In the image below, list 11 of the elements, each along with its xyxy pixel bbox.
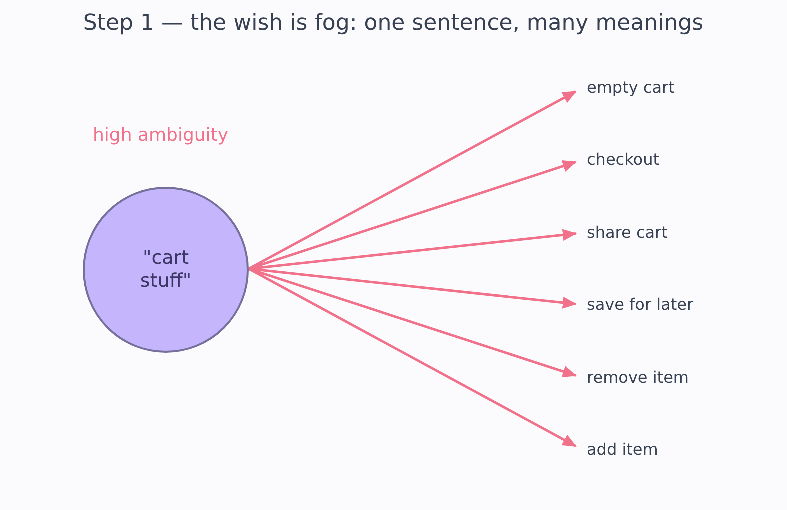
meaning-label: add item xyxy=(576,438,658,462)
title: Step 1 — the wish is fog: one sentence, many meanings xyxy=(83,10,704,38)
annotation-label: high ambiguity xyxy=(93,124,229,148)
meaning-label: remove item xyxy=(576,366,689,390)
meaning-label: empty cart xyxy=(576,76,675,100)
node-label: "cart stuff" xyxy=(139,247,193,293)
meaning-label: save for later xyxy=(576,293,694,317)
meaning-label: checkout xyxy=(576,148,660,172)
arrow xyxy=(248,268,577,448)
meaning-label: share cart xyxy=(576,221,668,245)
arrow xyxy=(248,90,577,270)
